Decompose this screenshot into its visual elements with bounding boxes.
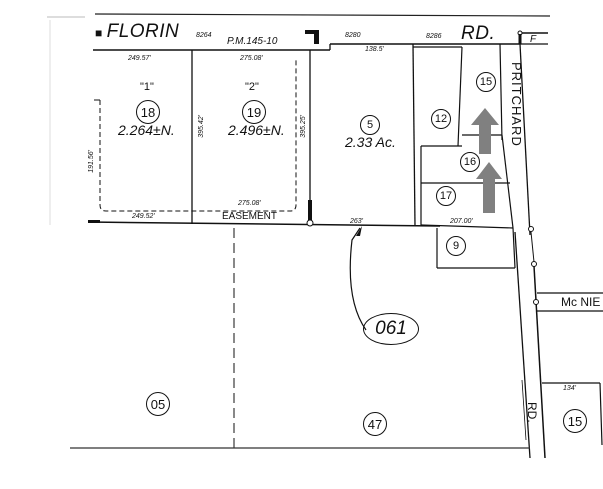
parcel-number-9[interactable]: 9 — [446, 236, 466, 256]
dimension-label: 191.56' — [88, 150, 95, 173]
parcel-area: 2.496±N. — [228, 122, 285, 138]
parcel-number-12[interactable]: 12 — [431, 109, 451, 129]
street-label-florin: ■ FLORIN — [95, 21, 180, 42]
parcel-number-15[interactable]: 15 — [476, 72, 496, 92]
address-number: 8286 — [426, 33, 442, 40]
dimension-label: 138.5' — [365, 46, 384, 53]
parcel-area: 2.33 Ac. — [345, 134, 396, 150]
dimension-label: 134' — [563, 385, 577, 392]
parcel-number-5[interactable]: 5 — [360, 115, 380, 135]
parcel-map-reference: P.M.145-10 — [227, 36, 278, 47]
lot-label: "1" — [140, 81, 154, 93]
address-number: 8264 — [196, 32, 212, 39]
parcel-number-15-lower[interactable]: 15 — [563, 409, 587, 433]
lot-label: "2" — [245, 81, 259, 93]
parcel-number-05[interactable]: 05 — [146, 392, 170, 416]
dimension-label: 395.25' — [300, 115, 307, 138]
street-label-pritchard-suffix: RD. — [525, 402, 539, 423]
parcel-number-17[interactable]: 17 — [436, 186, 456, 206]
dimension-label: 275.08' — [240, 55, 263, 62]
parcel-number-16[interactable]: 16 — [460, 152, 480, 172]
dimension-label: 249.52' — [132, 213, 155, 220]
street-label-pritchard: PRITCHARD — [509, 62, 524, 147]
parcel-number-47[interactable]: 47 — [363, 412, 387, 436]
dimension-label: 207.00' — [450, 218, 473, 225]
parcel-number-18[interactable]: 18 — [136, 100, 160, 124]
highlight-arrow-icon — [471, 108, 502, 213]
corner-letter-label: F — [530, 34, 537, 45]
book-page-label: 061 — [363, 313, 419, 345]
dimension-label: 275.08' — [238, 200, 261, 207]
dimension-label: 249.57' — [128, 55, 151, 62]
parcel-area: 2.264±N. — [118, 122, 175, 138]
easement-label: EASEMENT — [222, 211, 278, 222]
street-label-florin-suffix: RD. — [461, 23, 496, 44]
dimension-label: 395.42' — [198, 115, 205, 138]
parcel-number-19[interactable]: 19 — [242, 100, 266, 124]
street-label-mcnie: Mc NIE — [561, 295, 601, 309]
dimension-label: 263' — [350, 218, 364, 225]
address-number: 8280 — [345, 32, 361, 39]
